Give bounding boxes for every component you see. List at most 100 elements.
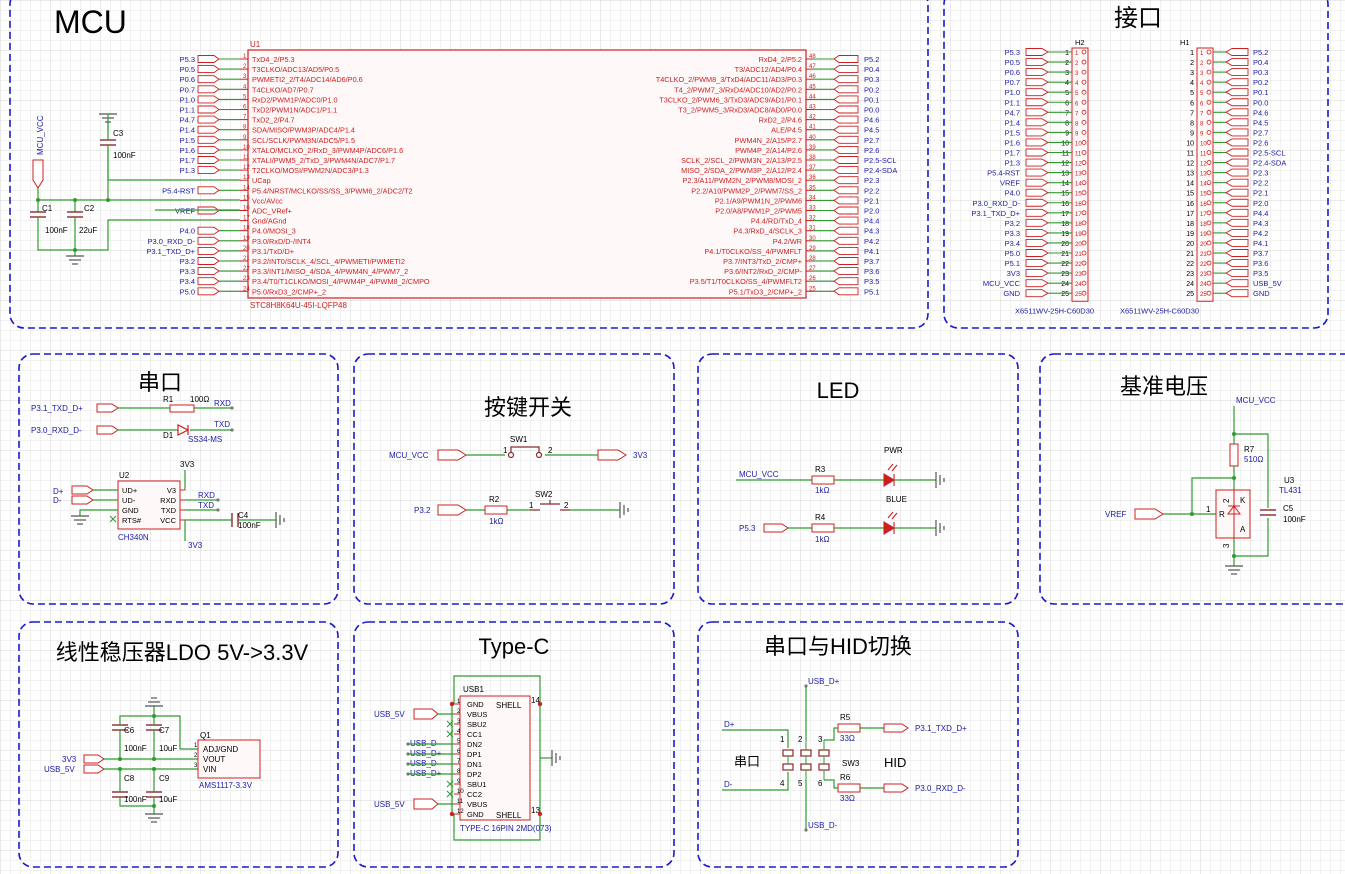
h2-pin-inner-number: 4 [1075, 81, 1079, 87]
h1-net-label: P0.2 [1253, 78, 1268, 87]
h1-pin-number: 22 [1186, 261, 1194, 268]
r2-value: 1kΩ [489, 517, 503, 526]
mcu-left-pin-number: 18 [243, 226, 250, 232]
mcu-left-pin-name: ADC_VRef+ [252, 207, 292, 216]
q1-ref: Q1 [200, 731, 211, 740]
h1-pin-hole [1206, 240, 1212, 246]
mcu-right-pin-number: 37 [809, 165, 816, 171]
h2-pin-inner-number: 7 [1075, 111, 1079, 117]
d1-diode [177, 424, 190, 436]
h2-pin-inner-number: 22 [1075, 262, 1082, 268]
mcu-right-net-label: P0.0 [864, 106, 879, 115]
mcu-right-pin-number: 39 [809, 145, 816, 151]
usb1-ref: USB1 [463, 685, 484, 694]
tl431-num-1: 1 [1206, 505, 1211, 514]
mcu-vcc-label: MCU_VCC [36, 115, 45, 155]
mcu-right-net-port [833, 55, 859, 63]
h1-net-label: P4.2 [1253, 229, 1268, 238]
typec-pin-number: 6 [457, 749, 461, 755]
h1-pin-hole [1206, 260, 1212, 266]
frame-typec [353, 621, 675, 868]
h2-pin-inner-number: 19 [1075, 232, 1082, 238]
h1-net-port [1225, 58, 1249, 66]
h2-pin-hole [1081, 280, 1087, 286]
mcu-left-pin-name: XTALI/PWM5_2/TxD_3/PWM4N/ADC7/P1.7 [252, 156, 395, 165]
h2-pin-inner-number: 9 [1075, 131, 1079, 137]
h2-net-label: P0.7 [1005, 78, 1020, 87]
mcu-left-pin-name: XTALO/MCLKO_2/RxD_3/PWM4P/ADC6/P1.6 [252, 146, 403, 155]
mcu-left-net-label: P1.4 [180, 126, 195, 135]
mcu-right-pin-name: P4.4/RD/TxD_4 [751, 217, 802, 226]
q1-pin-vin: VIN [203, 765, 217, 774]
h2-pin-inner-number: 18 [1075, 222, 1082, 228]
h1-pin-hole [1206, 59, 1212, 65]
mcu-left-net-port [197, 55, 220, 63]
h1-net-label: P2.1 [1253, 189, 1268, 198]
h1-net-label: P4.3 [1253, 219, 1268, 228]
mcu-right-net-port [833, 257, 859, 265]
u2-right-pin-name: RXD [160, 496, 176, 505]
mcu-right-net-port [833, 65, 859, 74]
uart-net-txd: P3.1_TXD_D+ [31, 404, 83, 413]
sw-usb-dp-label: USB_D+ [808, 677, 840, 686]
mcu-right-pin-number: 35 [809, 185, 816, 191]
h1-pin-number: 13 [1186, 171, 1194, 178]
h2-net-port [1025, 128, 1049, 137]
q1-pin-adj: ADJ/GND [203, 745, 238, 754]
mcu-left-net-label: P3.2 [180, 257, 195, 266]
h1-net-label: P2.2 [1253, 179, 1268, 188]
mcu-left-pin-name: Gnd/AGnd [252, 217, 286, 226]
mcu-left-pin-name: SCL/SCLK/PWM3N/ADC5/P1.5 [252, 136, 355, 145]
h1-pin-hole [1206, 210, 1212, 216]
mcu-left-net-port [197, 236, 220, 245]
h1-net-port [1225, 218, 1249, 227]
tl431-pin-k: K [1240, 496, 1246, 505]
mcu-left-net-port [197, 246, 220, 255]
h1-pin-number: 3 [1190, 70, 1194, 77]
sw3-pin-4: 4 [780, 779, 785, 788]
mcu-left-net-label: P1.1 [180, 106, 195, 115]
mcu-left-pin-name: Vcc/AVcc [252, 196, 283, 205]
h2-net-port [1025, 259, 1049, 267]
h1-ref: H1 [1180, 38, 1190, 47]
h2-pin-hole [1081, 129, 1087, 135]
mcu-right-net-port [833, 115, 859, 124]
h2-pin-inner-number: 25 [1075, 292, 1082, 298]
uart-dp-label: D+ [53, 487, 64, 496]
mcu-left-net-label: P4.0 [180, 227, 195, 236]
typec-connector [459, 695, 531, 821]
h2-net-port [1025, 118, 1049, 127]
h2-header-body [1071, 47, 1089, 302]
r4-ref: R4 [815, 513, 826, 522]
mcu-right-pin-number: 30 [809, 236, 816, 242]
mcu-right-pin-name: P3.7/INT3/TxD_2/CMP+ [723, 257, 802, 266]
h1-pin-hole [1206, 150, 1212, 155]
mcu-right-pin-number: 38 [809, 155, 816, 161]
h1-net-label: USB_5V [1253, 279, 1282, 288]
typec-pin-name: GND [467, 810, 484, 819]
h2-pin-inner-number: 11 [1075, 152, 1082, 158]
h2-pin-number: 11 [1062, 151, 1069, 158]
blue-led [883, 511, 898, 535]
h2-pin-hole [1081, 250, 1087, 256]
h2-net-port [1025, 218, 1049, 227]
h1-pin-hole [1206, 280, 1212, 286]
h1-pin-inner-number: 5 [1200, 91, 1204, 97]
typec-usb5v-bottom: USB_5V [374, 800, 405, 809]
h2-pin-hole [1081, 210, 1087, 216]
mcu-left-pin-name: T3CLKO/ADC13/AD5/P0.5 [252, 65, 339, 74]
mcu-left-pin-name: RxD2/PWM1P/ADC0/P1.0 [252, 95, 338, 104]
r5-ref: R5 [840, 713, 851, 722]
mcu-right-pin-name: P3.6/INT2/RxD_2/CMP- [724, 267, 802, 276]
frame-key [353, 353, 675, 605]
h1-net-label: P4.6 [1253, 108, 1268, 117]
h1-pin-hole [1206, 180, 1212, 186]
h2-pin-hole [1081, 79, 1087, 85]
typec-pin-number: 7 [457, 759, 461, 765]
h1-part: X6511WV-25H-C60D30 [1120, 306, 1199, 315]
h2-pin-number: 22 [1061, 261, 1069, 268]
pwr-label: PWR [884, 446, 903, 455]
h1-pin-hole [1206, 200, 1212, 206]
mcu-right-pin-number: 36 [809, 175, 816, 181]
h2-pin-number: 18 [1061, 221, 1069, 228]
